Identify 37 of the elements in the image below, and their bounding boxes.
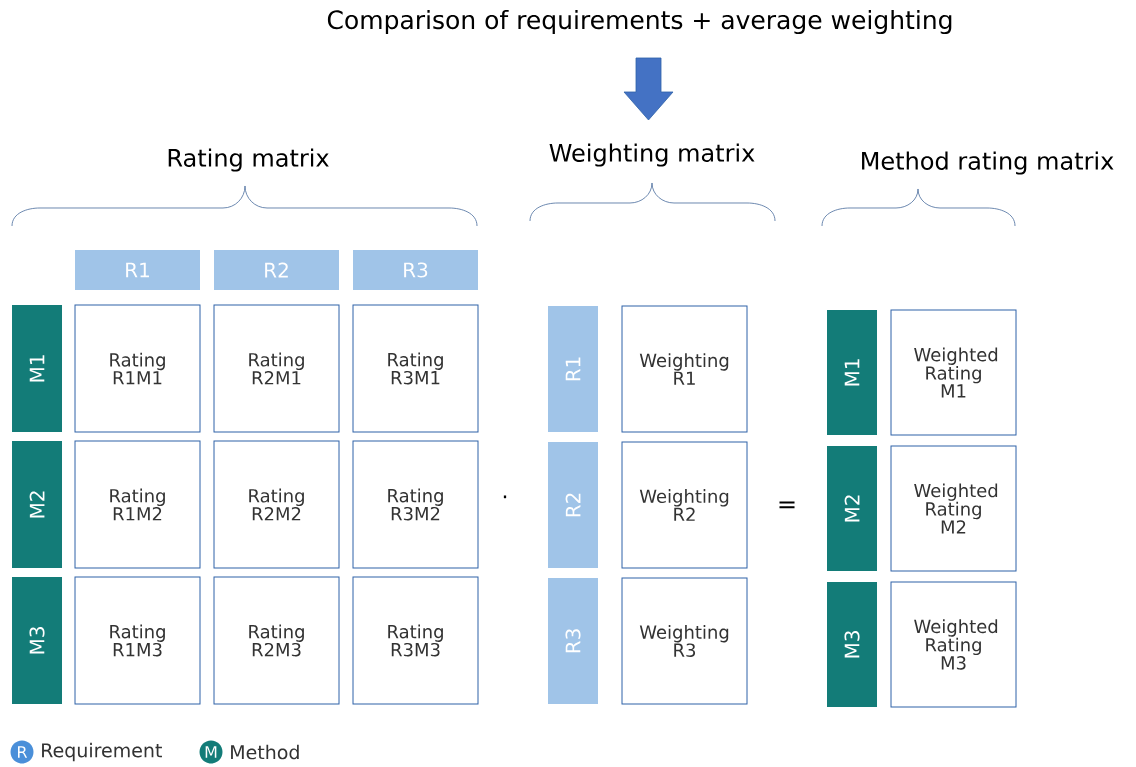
matrix-cell: Weighted Rating M1 [890,309,1017,436]
column-header: R3 [353,250,478,290]
column-header: R2 [214,250,339,290]
matrix-cell: Weighting R3 [621,577,748,705]
matrix-cell: Weighting R2 [621,441,748,569]
matrix-cell: Rating R2M1 [213,304,340,433]
row-header: M2 [12,441,62,568]
matrix-cell: Rating R3M1 [352,304,479,433]
row-header: M3 [827,582,877,707]
legend-label: Requirement [42,742,162,762]
row-header: M1 [827,310,877,435]
row-header: R1 [548,306,598,432]
heading: Method rating matrix [862,151,1114,175]
operator: = [779,501,795,509]
matrix-cell: Rating R3M2 [352,440,479,569]
matrix-cell: Rating R3M3 [352,576,479,705]
matrix-cell: Rating R2M2 [213,440,340,569]
legend-letter: R [18,746,28,758]
title: Comparison of requirements + average weighting [327,9,952,35]
matrix-cell: Weighted Rating M2 [890,445,1017,572]
operator: · [503,495,507,499]
heading: Weighting matrix [549,143,755,167]
matrix-cell: Rating R1M3 [74,576,201,705]
heading: Rating matrix [168,148,329,172]
legend-label: Method [231,744,299,760]
row-header: R3 [548,578,598,704]
row-header: R2 [548,442,598,568]
matrix-cell: Rating R2M3 [213,576,340,705]
row-header: M1 [12,305,62,432]
matrix-cell: Rating R1M2 [74,440,201,569]
matrix-cell: Weighting R1 [621,305,748,433]
column-header: R1 [75,250,200,290]
row-header: M2 [827,446,877,571]
legend-letter: M [205,746,217,758]
row-header: M3 [12,577,62,704]
matrix-cell: Rating R1M1 [74,304,201,433]
matrix-cell: Weighted Rating M3 [890,581,1017,708]
